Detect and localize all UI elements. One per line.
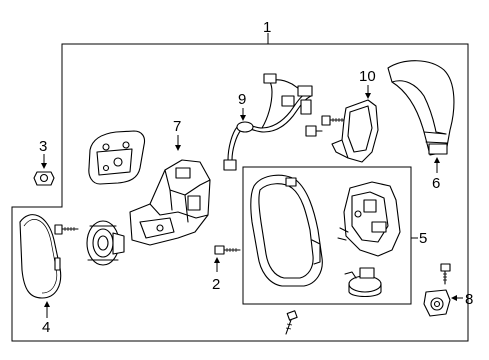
mirror-base-part bbox=[129, 159, 211, 246]
assembly-frame bbox=[11, 43, 469, 342]
cover-plate-part bbox=[88, 130, 146, 185]
callout-3: 3 bbox=[39, 138, 47, 155]
subassembly-frame bbox=[242, 166, 412, 305]
bottom-bolt-part bbox=[285, 310, 298, 335]
callout-8: 8 bbox=[465, 291, 473, 308]
motor-bracket-part bbox=[337, 181, 401, 257]
callout-5: 5 bbox=[419, 230, 427, 247]
mirror-cap-part bbox=[387, 60, 455, 156]
callout-10: 10 bbox=[359, 68, 376, 85]
small-motor-part bbox=[344, 267, 382, 298]
grommet-part bbox=[33, 171, 55, 186]
wiring-harness-part bbox=[223, 73, 323, 171]
mirror-housing-part bbox=[250, 174, 323, 287]
screw-part bbox=[54, 224, 79, 235]
pivot-part bbox=[423, 289, 451, 317]
mirror-glass-part bbox=[19, 214, 62, 299]
screw-part-2 bbox=[321, 115, 346, 126]
callout-4: 4 bbox=[42, 319, 50, 336]
upper-bolt-part bbox=[440, 263, 451, 285]
callout-6: 6 bbox=[432, 175, 440, 192]
actuator-motor-part bbox=[86, 220, 125, 266]
turn-signal-part bbox=[331, 99, 379, 163]
bolt-part bbox=[214, 245, 241, 255]
callout-1: 1 bbox=[263, 19, 271, 36]
callout-2: 2 bbox=[212, 276, 220, 293]
callout-9: 9 bbox=[238, 91, 246, 108]
callout-7: 7 bbox=[173, 118, 181, 135]
